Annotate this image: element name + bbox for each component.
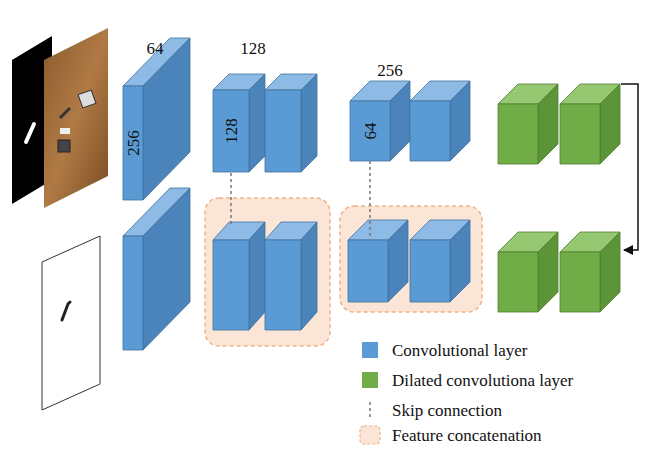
layer-face <box>390 81 410 161</box>
spatial-size: 256 <box>125 130 142 156</box>
legend-text: Dilated convolutiona layer <box>392 372 573 389</box>
layer-face <box>143 188 190 350</box>
concat-region <box>340 206 482 312</box>
layer-face <box>123 236 143 350</box>
layer-face <box>450 81 470 161</box>
layer-face <box>213 90 249 172</box>
spatial-size: 64 <box>362 123 379 140</box>
layer-face <box>123 86 143 200</box>
output-image <box>42 236 100 410</box>
concat-sample <box>360 426 380 444</box>
legend-swatch <box>362 372 378 388</box>
mask-stroke <box>26 124 34 142</box>
layer-block: 128128 <box>213 90 249 172</box>
layer-face <box>498 104 538 164</box>
layer-face <box>498 252 538 312</box>
layer-face <box>600 84 620 164</box>
layer-face <box>600 232 620 312</box>
skip-connection <box>230 173 232 226</box>
layer-block: 64256 <box>123 86 143 200</box>
layer-face <box>410 101 450 161</box>
object <box>58 140 70 152</box>
rgb-image <box>44 28 108 208</box>
layer-face <box>410 240 450 302</box>
legend-text: Skip connection <box>392 402 502 419</box>
legend-swatch <box>362 342 378 358</box>
object <box>60 128 70 134</box>
layer-face <box>348 240 388 302</box>
layer-face <box>538 84 558 164</box>
layer-face <box>450 220 470 302</box>
channel-count: 64 <box>147 40 164 57</box>
layer-face <box>265 90 301 172</box>
layer-face <box>249 74 265 172</box>
layer-block: 25664 <box>350 101 390 161</box>
object <box>78 90 96 108</box>
legend-text: Convolutional layer <box>392 342 528 359</box>
layer-face <box>388 220 408 302</box>
output-stroke <box>62 302 70 320</box>
spatial-size: 128 <box>223 118 240 144</box>
layer-face <box>301 222 317 330</box>
layer-face <box>265 240 301 330</box>
layer-face <box>301 74 317 172</box>
flow-arrow <box>621 84 638 250</box>
layer-face <box>143 38 190 200</box>
layer-face <box>560 104 600 164</box>
layer-face <box>538 232 558 312</box>
skip-connection <box>369 161 371 236</box>
layer-face <box>350 101 390 161</box>
channel-count: 128 <box>240 40 266 57</box>
legend-text: Feature concatenation <box>392 427 542 444</box>
layer-face <box>249 222 265 330</box>
skip-sample <box>369 402 371 418</box>
layer-face <box>560 252 600 312</box>
channel-count: 256 <box>377 62 403 79</box>
concat-region <box>205 198 330 346</box>
layer-face <box>213 240 249 330</box>
object <box>60 108 70 118</box>
